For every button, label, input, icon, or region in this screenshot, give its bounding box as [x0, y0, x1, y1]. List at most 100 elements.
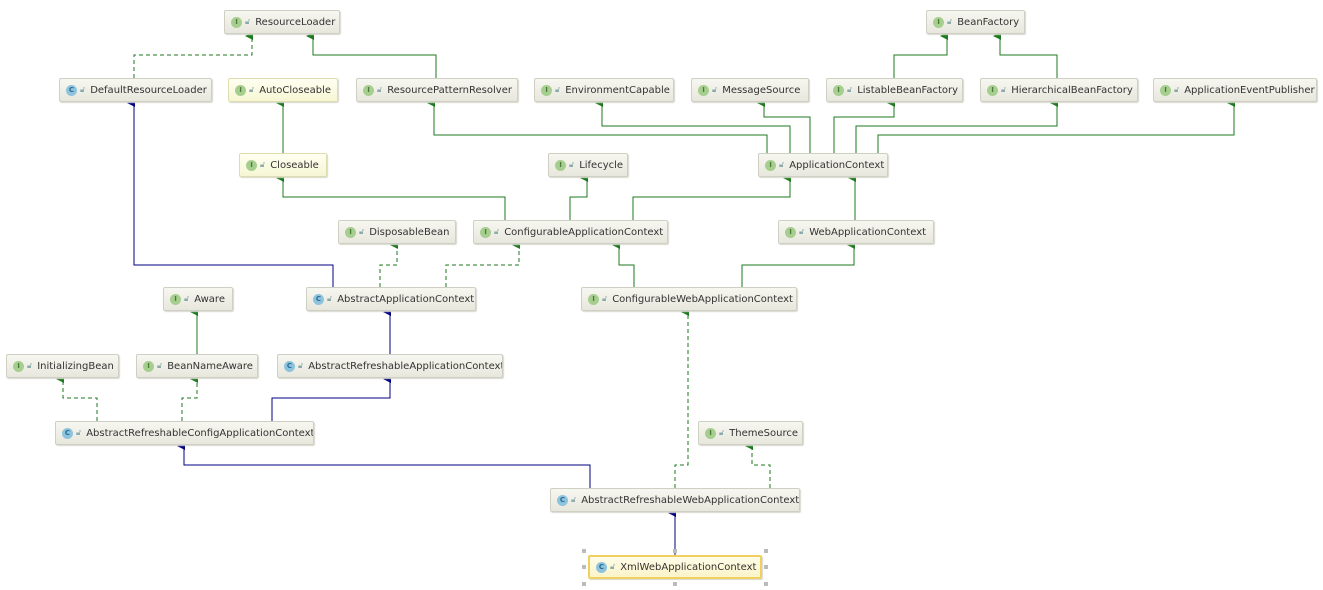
lock-icon: 🔓︎ — [602, 294, 608, 303]
node-label: ThemeSource — [729, 427, 799, 439]
node-abstractrefreshableapplicationcontext[interactable]: C🔓︎AbstractRefreshableApplicationContext — [277, 354, 503, 378]
interface-icon: I — [555, 159, 566, 171]
lock-icon: 🔓︎ — [779, 160, 785, 169]
lock-icon: 🔓︎ — [327, 294, 333, 303]
lock-icon: 🔓︎ — [184, 294, 190, 303]
node-resourceloader[interactable]: I🔓︎ResourceLoader — [224, 10, 340, 34]
node-label: WebApplicationContext — [809, 226, 927, 238]
resize-handle[interactable] — [764, 565, 768, 569]
interface-icon: I — [231, 16, 242, 28]
edge-abstractapplicationcontext-disposablebean — [379, 241, 398, 287]
edge-configurableapplicationcontext-applicationcontext — [632, 174, 791, 220]
edge-configurablewebapplicationcontext-configurableapplicationcontext — [612, 241, 635, 287]
interface-icon: I — [705, 427, 716, 439]
lock-icon: 🔓︎ — [76, 428, 82, 437]
node-disposablebean[interactable]: I🔓︎DisposableBean — [338, 220, 456, 244]
lock-icon: 🔓︎ — [799, 227, 805, 236]
resize-handle[interactable] — [764, 549, 768, 553]
class-icon: C — [62, 427, 73, 439]
edge-abstractrefreshableconfig-beannameaware — [181, 375, 198, 421]
interface-icon: I — [143, 360, 154, 372]
node-autocloseable[interactable]: I🔓︎AutoCloseable — [228, 78, 338, 102]
lock-icon: 🔓︎ — [610, 562, 616, 571]
class-icon: C — [557, 494, 568, 506]
node-label: ApplicationContext — [789, 159, 885, 171]
edge-configurablewebapplicationcontext-webapplicationcontext — [741, 241, 855, 287]
interface-icon: I — [246, 159, 257, 171]
edge-abstractrefreshableweb-themesource — [745, 442, 771, 488]
interface-icon: I — [785, 226, 796, 238]
lock-icon: 🔓︎ — [249, 85, 255, 94]
node-xmlwebapplicationcontext[interactable]: C🔓︎ XmlWebApplicationContext — [588, 555, 762, 579]
node-abstractrefreshableconfigapplicationcontext[interactable]: C🔓︎AbstractRefreshableConfigApplicationC… — [55, 421, 314, 445]
node-configurableapplicationcontext[interactable]: I🔓︎ConfigurableApplicationContext — [473, 220, 668, 244]
resize-handle[interactable] — [582, 565, 586, 569]
node-abstractrefreshablewebapplicationcontext[interactable]: C🔓︎AbstractRefreshableWebApplicationCont… — [550, 488, 800, 512]
interface-icon: I — [480, 226, 491, 238]
resize-handle[interactable] — [673, 582, 677, 586]
edge-abstractrefreshableweb-abstractrefreshableconfig — [177, 442, 591, 488]
node-label: HierarchicalBeanFactory — [1011, 84, 1133, 96]
lock-icon: 🔓︎ — [494, 227, 500, 236]
node-initializingbean[interactable]: I🔓︎InitializingBean — [6, 354, 119, 378]
lock-icon: 🔓︎ — [80, 85, 86, 94]
lock-icon: 🔓︎ — [571, 495, 577, 504]
resize-handle[interactable] — [673, 549, 677, 553]
interface-icon: I — [13, 360, 24, 372]
node-defaultresourceloader[interactable]: C🔓︎ DefaultResourceLoader — [59, 78, 212, 102]
node-label: MessageSource — [722, 84, 801, 96]
node-configurablewebapplicationcontext[interactable]: I🔓︎ConfigurableWebApplicationContext — [581, 287, 797, 311]
node-label: DefaultResourceLoader — [90, 84, 207, 96]
node-label: XmlWebApplicationContext — [620, 561, 757, 573]
node-webapplicationcontext[interactable]: I🔓︎ WebApplicationContext — [778, 220, 934, 244]
interface-icon: I — [1160, 84, 1171, 96]
node-themesource[interactable]: I🔓︎ ThemeSource — [698, 421, 803, 445]
lock-icon: 🔓︎ — [555, 85, 561, 94]
class-icon: C — [596, 561, 607, 573]
resize-handle[interactable] — [764, 582, 768, 586]
node-environmentcapable[interactable]: I🔓︎EnvironmentCapable — [534, 78, 674, 102]
node-label: BeanFactory — [957, 16, 1020, 28]
lock-icon: 🔓︎ — [377, 85, 383, 94]
edge-abstractrefreshableconfig-initializingbean — [56, 375, 98, 421]
interface-icon: I — [765, 159, 776, 171]
node-label: BeanNameAware — [167, 360, 253, 372]
node-closeable[interactable]: I🔓︎Closeable — [239, 153, 327, 177]
node-label: AbstractRefreshableApplicationContext — [308, 360, 503, 372]
node-lifecycle[interactable]: I🔓︎Lifecycle — [548, 153, 628, 177]
interface-icon: I — [833, 84, 844, 96]
node-messagesource[interactable]: I🔓︎MessageSource — [691, 78, 809, 102]
interface-icon: I — [541, 84, 552, 96]
node-label: AutoCloseable — [259, 84, 332, 96]
node-hierarchicalbeanfactory[interactable]: I🔓︎HierarchicalBeanFactory — [980, 78, 1138, 102]
node-label: ApplicationEventPublisher — [1184, 84, 1315, 96]
node-label: InitializingBean — [37, 360, 114, 372]
edge-applicationcontext-environmentcapable — [595, 99, 791, 153]
node-label: ResourceLoader — [255, 16, 336, 28]
node-beannameaware[interactable]: I🔓︎ BeanNameAware — [136, 354, 258, 378]
edge-configurableapplicationcontext-lifecycle — [569, 174, 588, 220]
node-label: Lifecycle — [579, 159, 624, 171]
node-resourcepatternresolver[interactable]: I🔓︎ResourcePatternResolver — [356, 78, 518, 102]
node-label: DisposableBean — [369, 226, 450, 238]
node-applicationeventpublisher[interactable]: I🔓︎ ApplicationEventPublisher — [1153, 78, 1317, 102]
node-applicationcontext[interactable]: I🔓︎ ApplicationContext — [758, 153, 888, 177]
class-icon: C — [66, 84, 77, 96]
lock-icon: 🔓︎ — [1001, 85, 1007, 94]
node-beanfactory[interactable]: I🔓︎BeanFactory — [926, 10, 1025, 34]
edge-applicationcontext-applicationeventpublisher — [877, 99, 1235, 153]
edge-configurableapplicationcontext-closeable — [276, 174, 506, 220]
node-listablebeanfactory[interactable]: I🔓︎ListableBeanFactory — [826, 78, 963, 102]
interface-icon: I — [933, 16, 944, 28]
lock-icon: 🔓︎ — [1174, 85, 1180, 94]
lock-icon: 🔓︎ — [719, 428, 725, 437]
resize-handle[interactable] — [582, 549, 586, 553]
edge-abstractapplicationcontext-defaultresourceloader — [127, 99, 334, 287]
resize-handle[interactable] — [582, 582, 586, 586]
node-abstractapplicationcontext[interactable]: C🔓︎AbstractApplicationContext — [306, 287, 476, 311]
lock-icon: 🔓︎ — [157, 361, 163, 370]
node-aware[interactable]: I🔓︎Aware — [163, 287, 233, 311]
node-label: ListableBeanFactory — [857, 84, 959, 96]
edge-defaultresourceloader-resourceloader — [133, 32, 253, 78]
